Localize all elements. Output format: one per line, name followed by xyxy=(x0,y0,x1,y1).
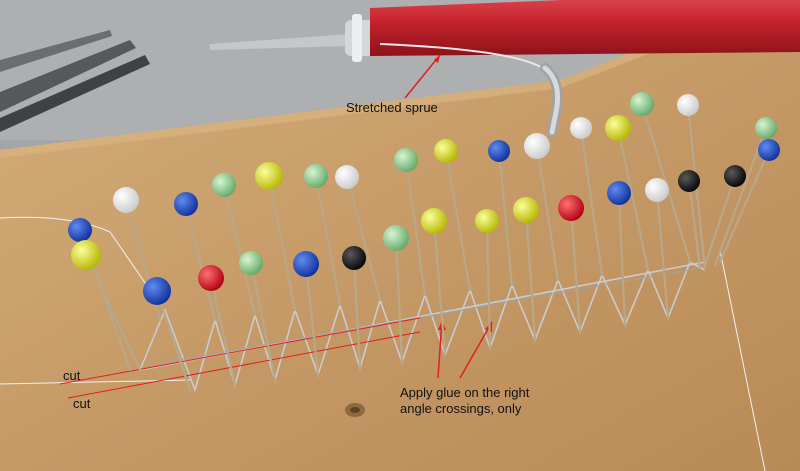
pin-head-green xyxy=(212,173,236,197)
pin-head-green xyxy=(383,225,409,251)
pin-head-yellow xyxy=(421,208,447,234)
pin-head-yellow xyxy=(434,139,458,163)
cut-caption-upper: cut xyxy=(63,368,81,383)
glue-caption: Apply glue on the right angle crossings,… xyxy=(400,385,529,417)
hobby-knife xyxy=(210,0,800,62)
pin-head-white xyxy=(113,187,139,213)
pin-head-blue xyxy=(488,140,510,162)
mdf-board xyxy=(0,30,800,471)
pin-head-blue xyxy=(143,277,171,305)
cut-caption-lower: cut xyxy=(73,396,91,411)
pin-head-yellow xyxy=(605,115,631,141)
pin-head-green xyxy=(304,164,328,188)
tweezers xyxy=(0,30,150,132)
pin-head-black xyxy=(724,165,746,187)
pin-head-yellow xyxy=(475,209,499,233)
pin-head-green xyxy=(630,92,654,116)
pin-head-white xyxy=(645,178,669,202)
pin-head-blue xyxy=(174,192,198,216)
pin-head-white xyxy=(677,94,699,116)
pin-head-yellow xyxy=(71,240,101,270)
pin-heads xyxy=(68,92,780,305)
pin-head-white xyxy=(335,165,359,189)
sprue-arrow xyxy=(404,54,441,99)
cut-line-lower xyxy=(67,331,421,399)
cut-line-upper xyxy=(59,317,421,385)
pin-head-red xyxy=(198,265,224,291)
pin-head-blue xyxy=(293,251,319,277)
glue-caption-line2: angle crossings, only xyxy=(400,401,522,416)
pin-head-yellow xyxy=(513,197,539,223)
pin-head-green xyxy=(239,251,263,275)
pin-head-yellow xyxy=(255,162,283,190)
pin-head-green xyxy=(755,117,777,139)
pin-head-white xyxy=(524,133,550,159)
glue-arrow-right xyxy=(459,321,493,379)
glue-caption-line1: Apply glue on the right xyxy=(400,385,530,400)
sprue-caption: Stretched sprue xyxy=(346,100,438,115)
pin-head-black xyxy=(342,246,366,270)
pin-head-blue xyxy=(68,218,92,242)
pin-head-red xyxy=(558,195,584,221)
pin-head-blue xyxy=(607,181,631,205)
pin-head-black xyxy=(678,170,700,192)
pin-head-blue xyxy=(758,139,780,161)
pin-head-green xyxy=(394,148,418,172)
pin-head-white xyxy=(570,117,592,139)
